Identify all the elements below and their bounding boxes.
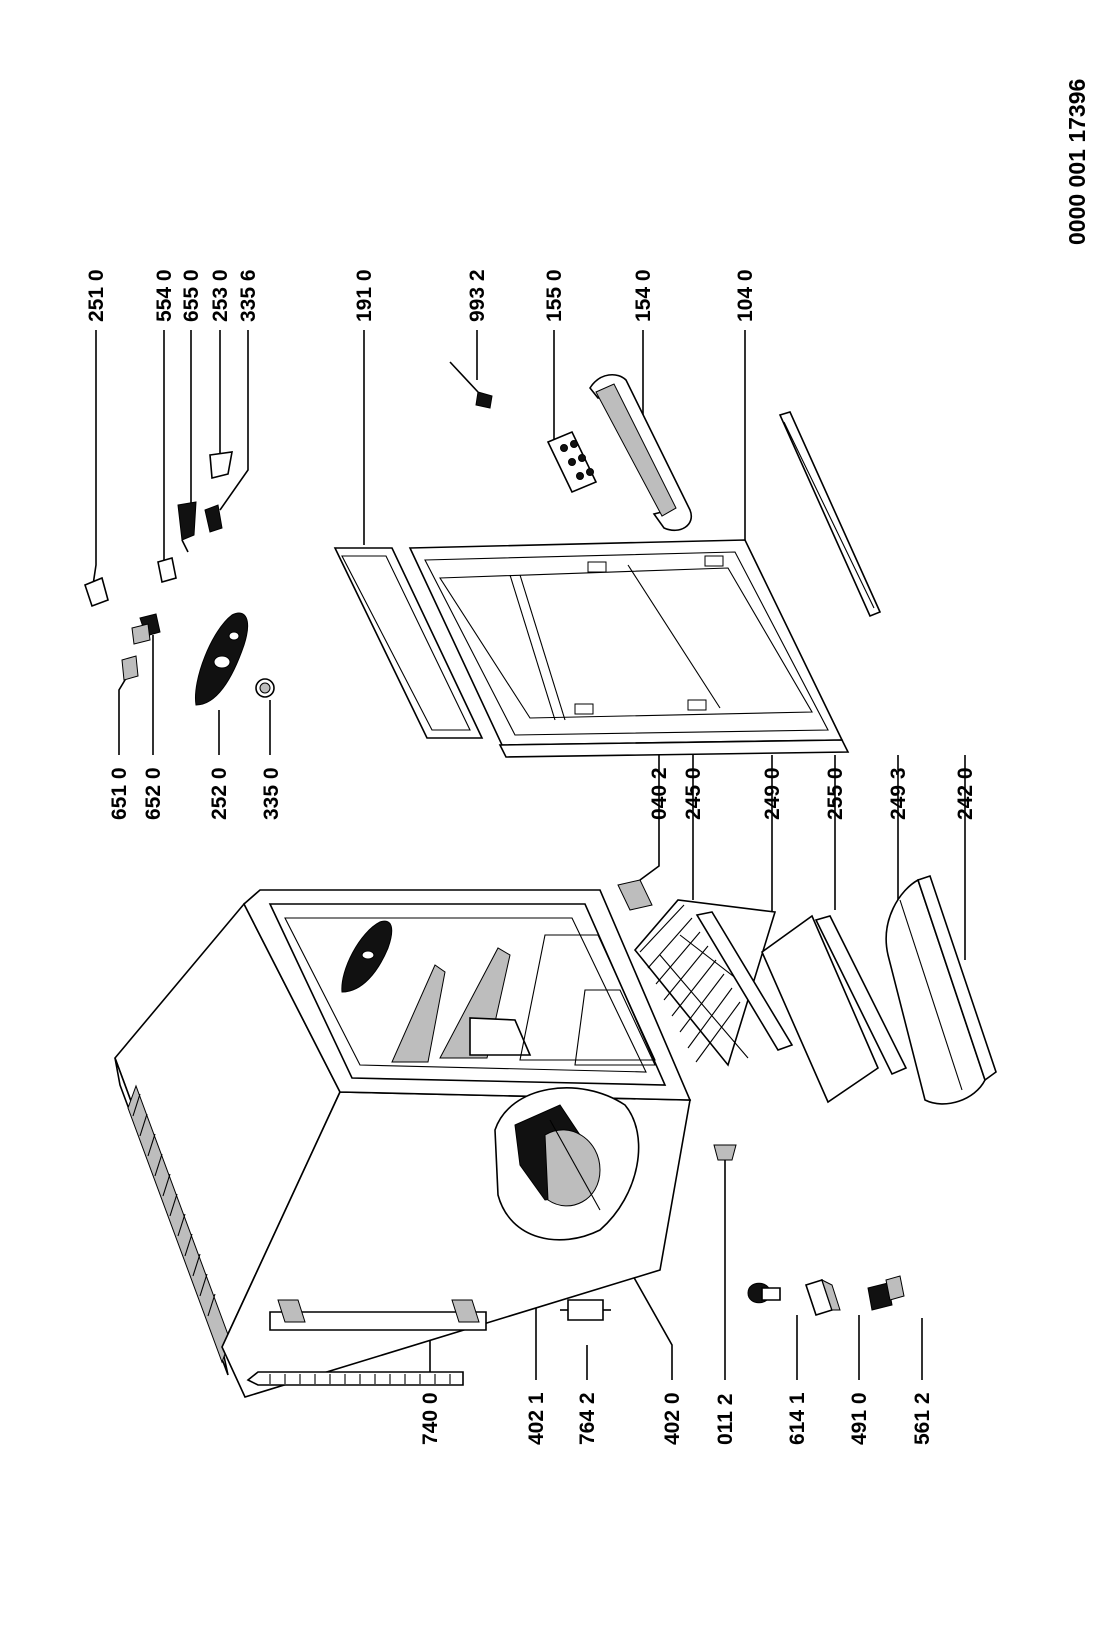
door-handle xyxy=(589,373,693,532)
part-label-252-0: 252 0 xyxy=(208,767,231,820)
part-label-104-0: 104 0 xyxy=(734,269,757,322)
crisper-drawer xyxy=(885,874,997,1105)
part-label-651-0: 651 0 xyxy=(108,767,131,820)
part-label-154-0: 154 0 xyxy=(632,269,655,322)
document-id: 0000 001 17396 xyxy=(1064,79,1090,245)
lamp-holder-614-1 xyxy=(747,1282,781,1304)
part-label-402-0: 402 0 xyxy=(661,1392,684,1445)
thermostat-housing xyxy=(194,612,248,706)
part-label-155-0: 155 0 xyxy=(543,269,566,322)
part-label-614-1: 614 1 xyxy=(786,1392,809,1445)
cover-491-0 xyxy=(804,1279,841,1316)
thermostat-knob xyxy=(255,678,275,698)
egg-tray xyxy=(546,430,598,494)
part-label-652-0: 652 0 xyxy=(142,767,165,820)
relay-561-2 xyxy=(867,1275,905,1311)
part-label-011-2: 011 2 xyxy=(714,1394,737,1445)
part-label-335-0: 335 0 xyxy=(260,767,283,820)
part-label-561-2: 561 2 xyxy=(911,1392,934,1445)
part-label-253-0: 253 0 xyxy=(209,269,232,322)
wire-shelf xyxy=(633,899,777,1067)
part-label-655-0: 655 0 xyxy=(180,269,203,322)
sensor-probe xyxy=(449,361,493,409)
part-label-335-6: 335 6 xyxy=(237,269,260,322)
part-label-491-0: 491 0 xyxy=(848,1392,871,1445)
refrigerator-cabinet xyxy=(114,889,737,1398)
part-label-740-0: 740 0 xyxy=(419,1392,442,1445)
part-label-764-2: 764 2 xyxy=(576,1392,599,1445)
part-label-993-2: 993 2 xyxy=(466,269,489,322)
part-label-554-0: 554 0 xyxy=(153,269,176,322)
part-label-191-0: 191 0 xyxy=(353,269,376,322)
door-assembly xyxy=(333,411,882,758)
shelf-trim-249-3 xyxy=(814,915,908,1076)
small-parts-top xyxy=(84,451,233,608)
switch-parts xyxy=(121,613,161,681)
part-label-402-1: 402 1 xyxy=(525,1392,548,1445)
glass-shelf xyxy=(761,914,879,1104)
hinge-040-2 xyxy=(617,879,653,911)
part-label-251-0: 251 0 xyxy=(85,269,108,322)
shelf-trim-249-0 xyxy=(695,911,794,1051)
